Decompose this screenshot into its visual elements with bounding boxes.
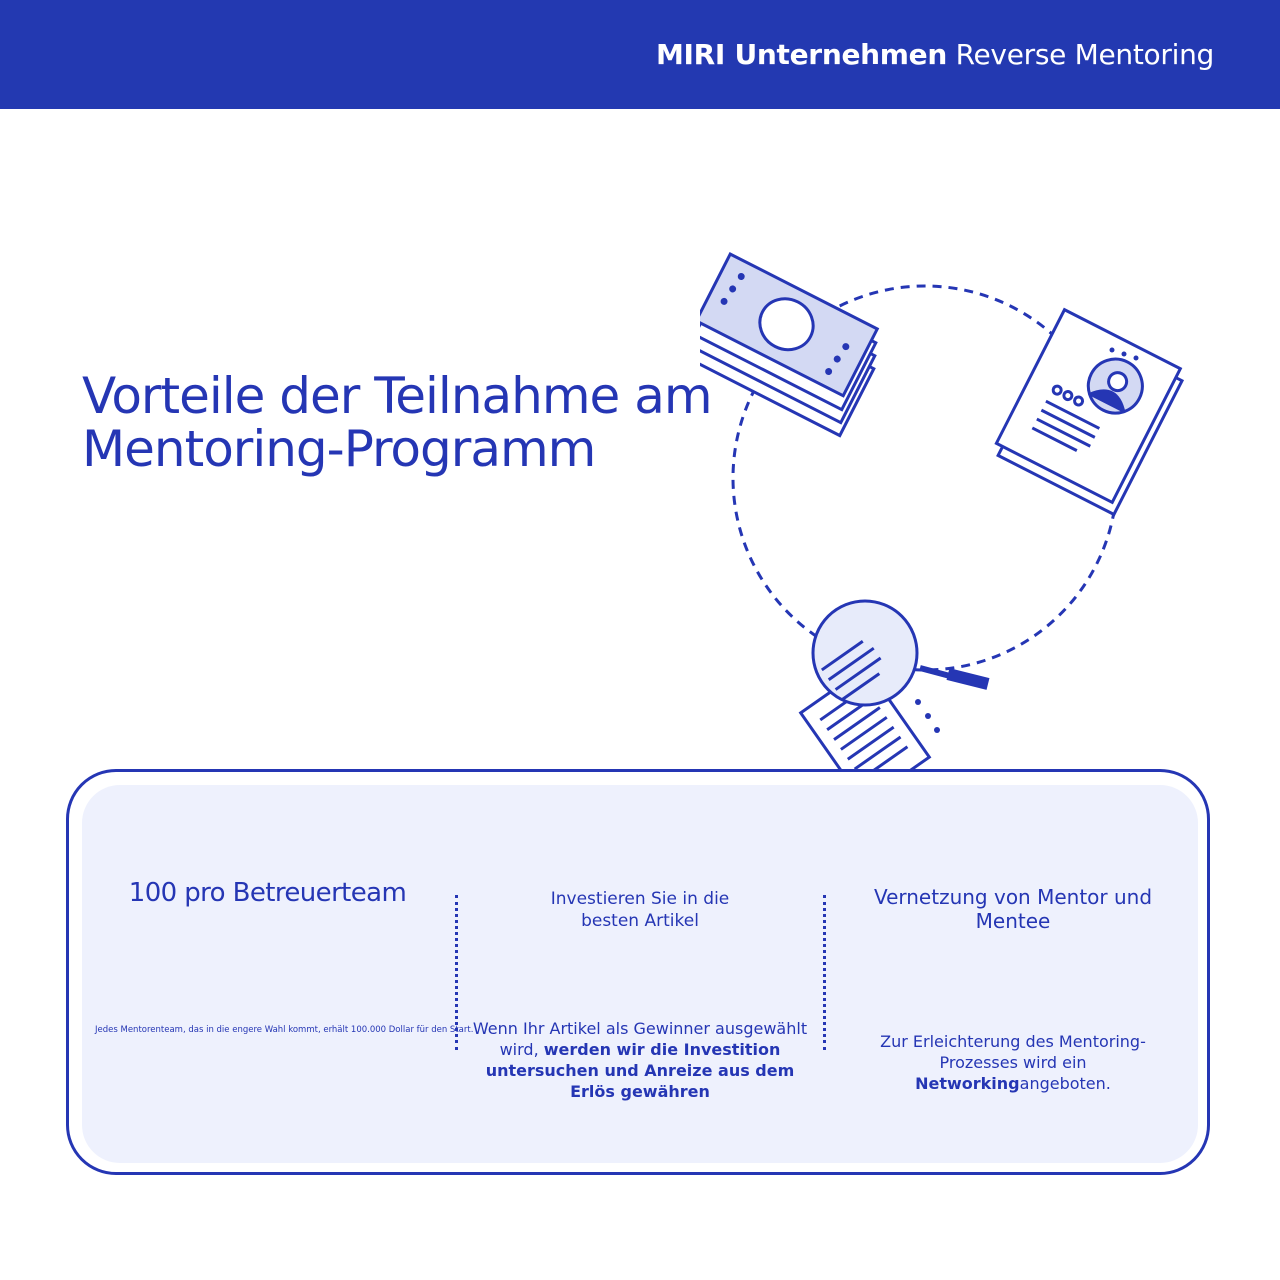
- column-divider: [823, 895, 826, 1050]
- header-bar: MIRI Unternehmen Reverse Mentoring: [0, 0, 1280, 109]
- title-line-1: Vorteile der Teilnahme am: [82, 367, 713, 425]
- page-title: Vorteile der Teilnahme am Mentoring-Prog…: [82, 367, 713, 478]
- benefit-column-1: 100 pro Betreuerteam Jedes Mentorenteam,…: [95, 878, 474, 1035]
- benefit-text: Zur Erleichterung des Mentoring-Prozesse…: [842, 1031, 1184, 1094]
- benefit-heading: 100 pro Betreuerteam: [128, 878, 407, 908]
- benefit-text-regular: Zur Erleichterung des Mentoring-Prozesse…: [880, 1032, 1146, 1072]
- money-stack-icon: [700, 252, 880, 438]
- title-line-2: Mentoring-Programm: [82, 420, 596, 478]
- benefit-text: Jedes Mentorenteam, das in die engere Wa…: [95, 1025, 474, 1035]
- benefit-column-2: Investieren Sie in die besten Artikel We…: [470, 888, 810, 1102]
- benefit-text-bold: Networking: [915, 1074, 1020, 1093]
- benefit-text-tail: angeboten.: [1019, 1074, 1111, 1093]
- benefit-heading: Vernetzung von Mentor und Mentee: [873, 885, 1153, 933]
- benefit-text-regular: Wenn Ihr Artikel als Gewinner ausgewählt…: [472, 1019, 808, 1059]
- resume-profile-icon: [994, 307, 1185, 517]
- illustration: [700, 252, 1185, 806]
- benefit-column-3: Vernetzung von Mentor und Mentee Zur Erl…: [842, 885, 1184, 1094]
- column-divider: [455, 895, 458, 1050]
- brand-bold: MIRI Unternehmen: [655, 38, 947, 71]
- benefit-heading: Investieren Sie in die besten Artikel: [550, 889, 730, 931]
- brand-title: MIRI Unternehmen Reverse Mentoring: [656, 38, 1214, 71]
- magnifier-document-icon: [798, 599, 990, 806]
- brand-subtitle: Reverse Mentoring: [955, 38, 1215, 71]
- benefit-text-bold: werden wir die Investition untersuchen u…: [485, 1040, 795, 1101]
- dots-decoration: [915, 347, 1139, 733]
- benefits-panel: [82, 785, 1198, 1163]
- benefit-text: Wenn Ihr Artikel als Gewinner ausgewählt…: [470, 1018, 810, 1102]
